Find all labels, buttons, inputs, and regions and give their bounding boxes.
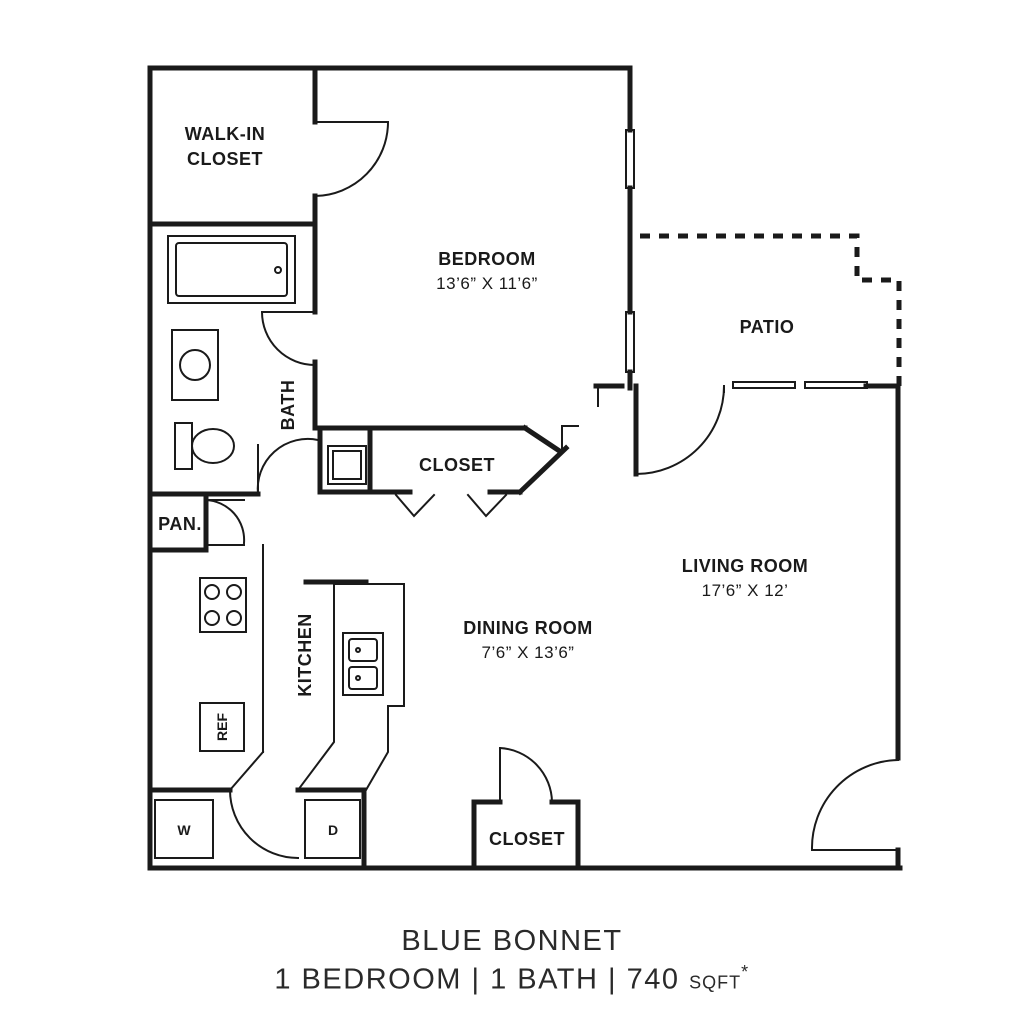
- kitchen-sink: [342, 632, 384, 696]
- dryer-label: D: [328, 822, 338, 838]
- living-room-label: LIVING ROOM: [682, 556, 809, 576]
- walk-in-closet-label-1: WALK-IN: [185, 124, 265, 144]
- kitchen-counters: [228, 544, 405, 792]
- exterior-walls: [147, 65, 903, 871]
- walk-in-closet-label-2: CLOSET: [187, 149, 263, 169]
- washer: [154, 799, 214, 859]
- bedroom-dims: 13’6” X 11’6”: [436, 274, 538, 293]
- separator-2: |: [608, 963, 618, 996]
- dining-room-label: DINING ROOM: [463, 618, 593, 638]
- stove: [199, 577, 247, 633]
- square-footage: 740: [626, 963, 680, 996]
- washer-label: W: [177, 822, 191, 838]
- refrigerator-label: REF: [214, 713, 230, 741]
- area-unit: SQFT: [689, 972, 742, 993]
- dryer: [304, 799, 361, 859]
- pantry-label: PAN.: [158, 514, 202, 534]
- sink: [171, 329, 219, 401]
- bedroom-windows: [625, 129, 635, 373]
- dining-room-dims: 7’6” X 13’6”: [482, 643, 575, 662]
- separator-1: |: [471, 963, 481, 996]
- bath-count: 1 BATH: [490, 963, 599, 996]
- plan-details: 1 BEDROOM | 1 BATH | 740 SQFT*: [0, 962, 1024, 997]
- bedroom-label: BEDROOM: [438, 249, 536, 269]
- hall-closet-label: CLOSET: [419, 455, 495, 475]
- interior-walls: [147, 65, 639, 871]
- refrigerator: [199, 702, 245, 752]
- patio-label: PATIO: [740, 317, 795, 337]
- bedroom-count: 1 BEDROOM: [274, 963, 462, 996]
- living-room-dims: 17’6” X 12’: [702, 581, 789, 600]
- bath-label: BATH: [278, 380, 298, 431]
- patio-outline: [640, 233, 902, 386]
- bathtub: [167, 235, 296, 304]
- patio-sliding-door: [732, 381, 868, 389]
- linen-cabinet: [327, 445, 367, 485]
- plan-name: BLUE BONNET: [401, 925, 623, 957]
- room-labels: WALK-IN CLOSET BEDROOM 13’6” X 11’6” PAT…: [158, 124, 808, 849]
- entry-closet-label: CLOSET: [489, 829, 565, 849]
- kitchen-label: KITCHEN: [295, 613, 315, 697]
- area-asterisk: *: [741, 962, 750, 982]
- toilet: [174, 422, 235, 470]
- doors: [204, 120, 900, 860]
